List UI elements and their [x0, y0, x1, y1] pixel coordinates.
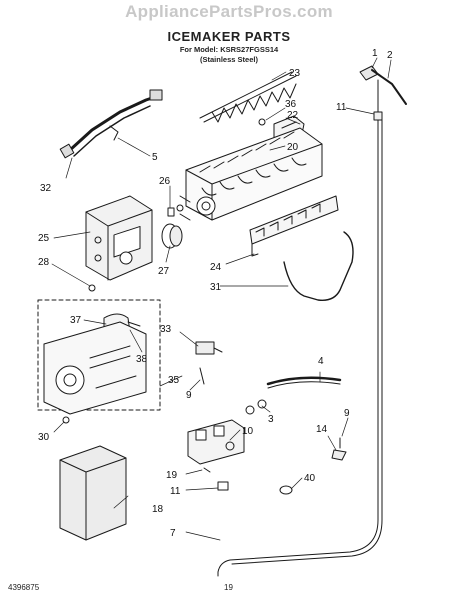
- callout-38: 38: [136, 354, 148, 365]
- callout-2: 2: [387, 50, 393, 61]
- callout-18: 18: [152, 504, 164, 515]
- callout-5: 5: [152, 152, 158, 163]
- callout-27: 27: [158, 266, 170, 277]
- leader-lines: [51, 57, 392, 541]
- water-valve: [187, 419, 245, 465]
- callout-36: 36: [285, 99, 297, 110]
- page-number: 19: [224, 583, 233, 592]
- callout-35: 35: [168, 375, 180, 386]
- callout-19: 19: [166, 470, 178, 481]
- shutoff-arm: [283, 231, 354, 301]
- thermostat: [195, 341, 223, 355]
- watermark: AppliancePartsPros.com: [125, 2, 333, 21]
- callout-28: 28: [38, 257, 50, 268]
- ice-mold: [176, 127, 323, 221]
- callout-23: 23: [289, 68, 301, 79]
- insulation-block: [59, 445, 127, 541]
- callout-32: 32: [40, 183, 52, 194]
- callout-33: 33: [160, 324, 172, 335]
- screw-28: [88, 284, 96, 292]
- clip-14: [331, 449, 347, 461]
- clamp-11: [217, 481, 229, 491]
- model-subtitle: For Model: KSRS27FGSS14: [179, 45, 279, 54]
- callouts: 1 2 23 36 22 11 5 20 32 26 25 28 27 24 3…: [38, 48, 393, 539]
- control-board: [43, 321, 147, 415]
- ice-stripper: [249, 195, 339, 257]
- callout-4: 4: [318, 356, 324, 367]
- callout-26: 26: [159, 176, 171, 187]
- control-module-boundary: [37, 299, 161, 411]
- callout-14: 14: [316, 424, 328, 435]
- callout-20: 20: [287, 142, 299, 153]
- control-housing: [85, 195, 153, 281]
- callout-30: 30: [38, 432, 50, 443]
- footer-code: 4396875: [8, 583, 40, 592]
- page-title: ICEMAKER PARTS: [167, 29, 291, 44]
- callout-1: 1: [372, 48, 378, 59]
- grommet-40: [279, 485, 293, 495]
- callout-22: 22: [287, 110, 299, 121]
- callout-40: 40: [304, 473, 316, 484]
- callout-9-left: 9: [186, 390, 192, 401]
- callout-10: 10: [242, 426, 254, 437]
- callout-31: 31: [210, 282, 222, 293]
- motor-coupler: [161, 207, 183, 249]
- finish-subtitle: (Stainless Steel): [200, 55, 258, 64]
- ejector-blade: [199, 71, 297, 123]
- callout-3: 3: [268, 414, 274, 425]
- screw-9a: [199, 367, 205, 385]
- callout-24: 24: [210, 262, 222, 273]
- screw-30: [62, 416, 70, 424]
- callout-37: 37: [70, 315, 82, 326]
- water-tubing: [245, 376, 342, 415]
- callout-11-top: 11: [336, 102, 347, 113]
- callout-25: 25: [38, 233, 50, 244]
- fill-tube-assembly: [217, 65, 407, 577]
- callout-11-bottom: 11: [170, 486, 181, 497]
- wire-harness: [59, 89, 163, 159]
- screw-19: [203, 467, 211, 473]
- callout-7: 7: [170, 528, 176, 539]
- callout-9-right: 9: [344, 408, 350, 419]
